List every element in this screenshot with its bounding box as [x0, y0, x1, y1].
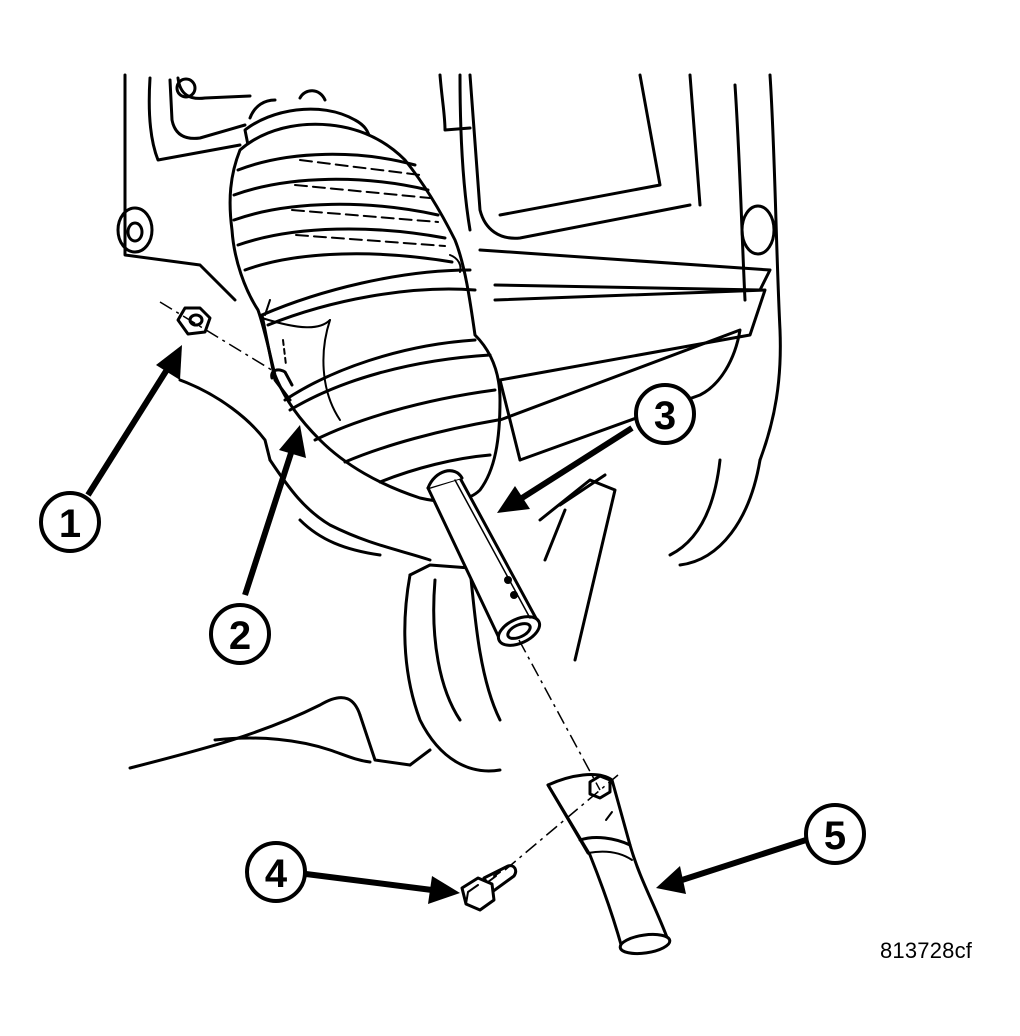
dash-panel-outline — [116, 73, 782, 773]
steering-column-boot — [228, 89, 502, 503]
callout-2: 2 — [209, 603, 271, 665]
pinch-bolt — [460, 864, 518, 912]
callout-5: 5 — [804, 803, 866, 865]
callout-1: 1 — [39, 491, 101, 553]
alignment-lines — [159, 301, 619, 871]
figure-code: 813728cf — [880, 938, 973, 963]
callout-3: 3 — [634, 383, 696, 445]
callout-2-label: 2 — [229, 614, 251, 658]
callout-4: 4 — [245, 841, 307, 903]
callout-1-label: 1 — [59, 502, 81, 546]
callout-4-label: 4 — [265, 852, 288, 896]
retaining-nut — [176, 306, 212, 336]
callout-3-label: 3 — [654, 394, 676, 438]
leader-arrows — [85, 345, 807, 904]
steering-shaft — [426, 469, 542, 647]
intermediate-shaft — [546, 773, 672, 956]
callout-5-label: 5 — [824, 814, 846, 858]
